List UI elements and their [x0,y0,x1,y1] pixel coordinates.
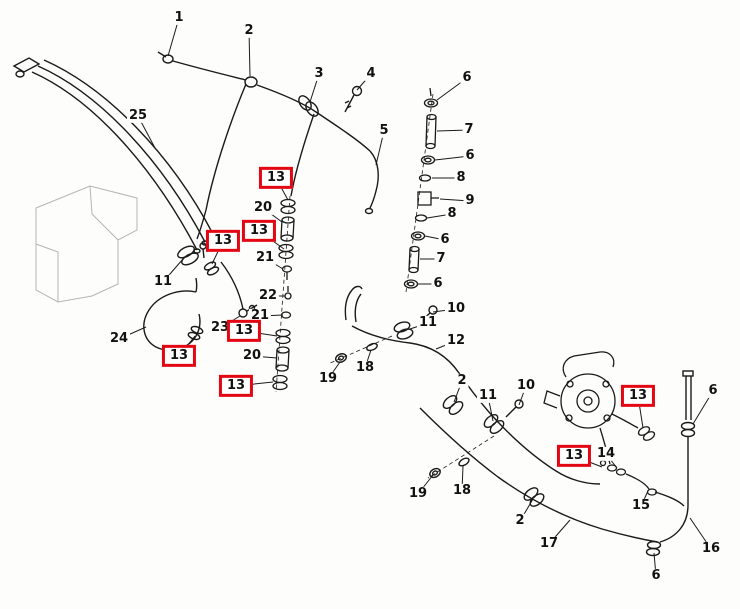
callout-11: 11 [416,314,440,331]
callout-2: 2 [455,372,469,389]
callout-5: 5 [377,122,391,139]
callout-7: 7 [462,121,476,138]
callout-6: 6 [649,567,663,584]
long-tube-art [351,325,658,543]
callout-11: 11 [151,273,175,290]
tube-bundle-art [12,57,217,254]
callout-25: 25 [126,107,150,124]
callout-8: 8 [454,169,468,186]
highlighted-callout-13[interactable]: 13 [218,374,254,398]
highlighted-callout-13[interactable]: 13 [205,229,241,253]
callout-15: 15 [629,497,653,514]
callout-3: 3 [312,65,326,82]
ghost-bracket-art [35,185,138,303]
highlighted-callout-13[interactable]: 13 [226,319,262,343]
callout-2: 2 [513,512,527,529]
callout-6: 6 [431,275,445,292]
highlighted-callout-13[interactable]: 13 [161,344,197,368]
callout-11: 11 [476,387,500,404]
highlighted-callout-13[interactable]: 13 [258,166,294,190]
callout-22: 22 [256,287,280,304]
callout-10: 10 [514,377,538,394]
highlighted-callout-13[interactable]: 13 [241,219,277,243]
callout-23: 23 [208,319,232,336]
callout-21: 21 [248,307,272,324]
callout-14: 14 [594,445,618,462]
callout-20: 20 [240,347,264,364]
callout-9: 9 [463,192,477,209]
callout-18: 18 [353,359,377,376]
callout-6: 6 [438,231,452,248]
callout-21: 21 [253,249,277,266]
callout-7: 7 [434,250,448,267]
highlighted-callout-13[interactable]: 13 [620,384,656,408]
callout-24: 24 [107,330,131,347]
callout-6: 6 [463,147,477,164]
callout-4: 4 [364,65,378,82]
callout-18: 18 [450,482,474,499]
callout-19: 19 [406,485,430,502]
callout-12: 12 [444,332,468,349]
pump-art [543,351,658,496]
callout-8: 8 [445,205,459,222]
callout-6: 6 [706,382,720,399]
highlighted-callout-13[interactable]: 13 [556,444,592,468]
callout-2: 2 [242,22,256,39]
callout-6: 6 [460,69,474,86]
callout-19: 19 [316,370,340,387]
callout-1: 1 [172,9,186,26]
callout-10: 10 [444,300,468,317]
callout-16: 16 [699,540,723,557]
callout-20: 20 [251,199,275,216]
callout-17: 17 [537,535,561,552]
